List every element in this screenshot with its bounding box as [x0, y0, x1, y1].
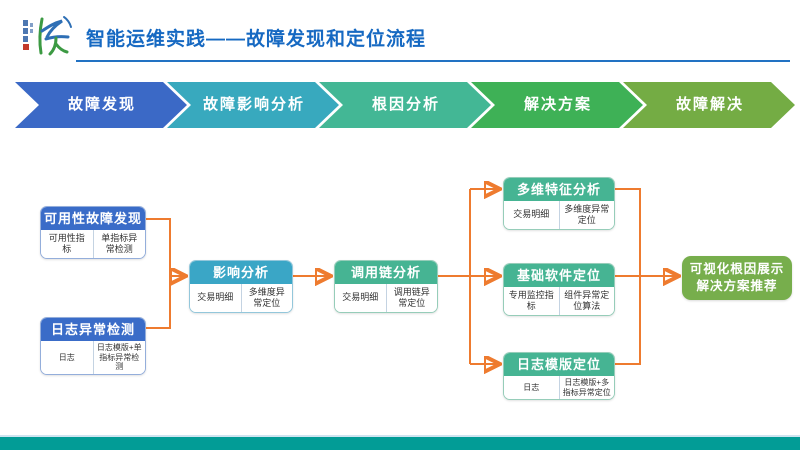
box-cell: 日志 — [504, 376, 560, 400]
stage-root-cause-analysis: 根因分析 — [319, 82, 491, 128]
stage-solution: 解决方案 — [471, 82, 643, 128]
box-cell: 调用链异常定位 — [393, 287, 430, 308]
result-line-2: 解决方案推荐 — [696, 279, 778, 293]
process-stage-bar: 故障发现 故障影响分析 根因分析 解决方案 故障解决 — [15, 82, 795, 128]
box-root-cause-result: 可视化根因展示 解决方案推荐 — [682, 256, 792, 300]
connector-right-trunk — [615, 188, 641, 365]
box-cell: 可用性指标 — [41, 230, 94, 258]
stage-fault-discovery: 故障发现 — [15, 82, 187, 128]
box-multidim-feature-analysis: 多维特征分析 交易明细 多维度异常定位 — [503, 177, 615, 230]
box-title: 日志模版定位 — [504, 353, 614, 376]
logo-seal-text-icon — [23, 20, 33, 50]
box-cell: 日志 — [41, 341, 94, 374]
footer-accent-bar — [0, 435, 800, 450]
connector-left-trunk — [146, 218, 171, 329]
box-log-anomaly-detection: 日志异常检测 日志 日志模版+单指标异常检测 — [40, 317, 146, 375]
box-title: 日志异常检测 — [41, 318, 145, 341]
box-base-software-locating: 基础软件定位 专用监控指标 组件异常定位算法 — [503, 263, 615, 316]
box-title: 可用性故障发现 — [41, 207, 145, 230]
company-logo — [23, 16, 72, 56]
box-cell: 组件异常定位算法 — [564, 290, 610, 311]
title-underline — [76, 60, 790, 62]
stage-impact-analysis: 故障影响分析 — [167, 82, 339, 128]
box-cell: 日志模版+单指标异常检测 — [96, 343, 142, 372]
box-cell: 单指标异常检测 — [101, 233, 138, 254]
box-cell: 多维度异常定位 — [248, 287, 285, 308]
box-cell: 交易明细 — [335, 284, 387, 312]
page-title: 智能运维实践——故障发现和定位流程 — [86, 29, 427, 50]
box-cell: 交易明细 — [504, 201, 560, 229]
box-cell: 日志模版+多指标异常定位 — [562, 378, 611, 397]
box-cell: 专用监控指标 — [504, 287, 560, 315]
box-title: 基础软件定位 — [504, 264, 614, 287]
box-trace-analysis: 调用链分析 交易明细 调用链异常定位 — [334, 260, 438, 313]
box-title: 调用链分析 — [335, 261, 437, 284]
result-line-1: 可视化根因展示 — [689, 262, 785, 277]
box-cell: 多维度异常定位 — [564, 204, 610, 225]
box-availability-fault-discovery: 可用性故障发现 可用性指标 单指标异常检测 — [40, 206, 146, 259]
box-cell: 交易明细 — [190, 284, 242, 312]
box-title: 多维特征分析 — [504, 178, 614, 201]
logo-brush-mark-icon — [38, 16, 72, 56]
box-impact-analysis: 影响分析 交易明细 多维度异常定位 — [189, 260, 293, 313]
box-log-template-locating: 日志模版定位 日志 日志模版+多指标异常定位 — [503, 352, 615, 401]
box-title: 影响分析 — [190, 261, 292, 284]
stage-fault-resolved: 故障解决 — [623, 82, 795, 128]
